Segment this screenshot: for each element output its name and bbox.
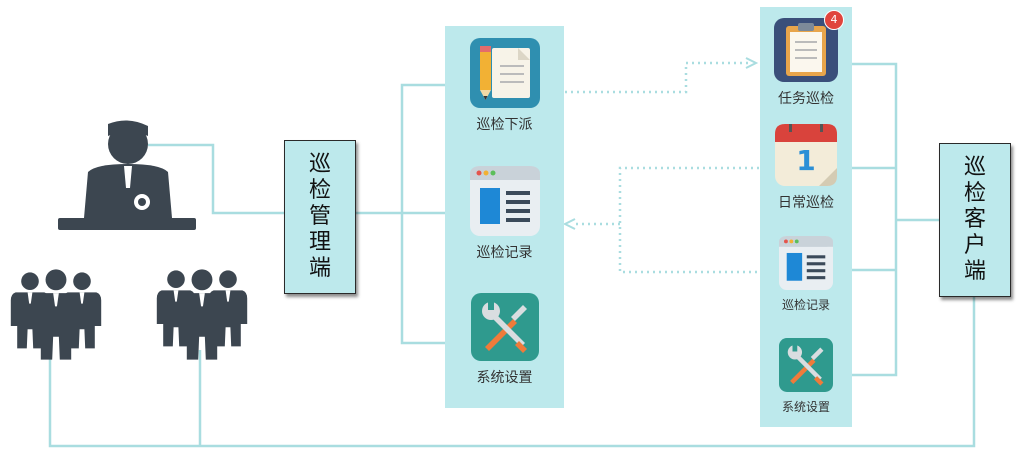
team-left — [10, 269, 102, 360]
admin-char-3: 管 — [308, 204, 331, 229]
calendar-icon: 1 — [775, 122, 837, 186]
admin-item-settings[interactable]: 系统设置 — [445, 293, 564, 387]
client-char-3: 客 — [963, 207, 986, 232]
line-bottom-loop — [48, 295, 976, 448]
wrench-screwdriver-icon — [779, 338, 833, 392]
client-item-daily-label: 日常巡检 — [778, 195, 834, 211]
admin-item-dispatch-label: 巡检下派 — [476, 117, 533, 133]
wrench-screwdriver-icon — [470, 293, 539, 361]
admin-char-2: 检 — [308, 178, 331, 203]
window-list-icon — [779, 236, 833, 290]
dotted-record-return — [618, 166, 765, 274]
clipboard-icon: 4 — [774, 10, 844, 82]
task-count-badge: 4 — [824, 10, 844, 30]
admin-char-1: 巡 — [308, 152, 331, 177]
notepad-pencil-icon — [469, 38, 540, 108]
window-list-icon — [469, 166, 540, 236]
client-item-settings[interactable]: 系统设置 — [760, 338, 852, 415]
client-item-task-label: 任务巡检 — [778, 91, 834, 107]
client-char-5: 端 — [963, 259, 986, 284]
admin-item-records-label: 巡检记录 — [476, 245, 533, 261]
client-item-daily[interactable]: 1 日常巡检 — [760, 122, 852, 212]
client-char-1: 巡 — [963, 155, 986, 180]
admin-item-settings-label: 系统设置 — [476, 370, 533, 386]
calendar-day-number: 1 — [796, 144, 816, 177]
client-label-box: 巡 检 客 户 端 — [939, 143, 1011, 297]
people-illustration — [10, 120, 248, 360]
admin-char-4: 理 — [308, 230, 331, 255]
client-char-4: 户 — [963, 233, 986, 258]
client-item-records-label: 巡检记录 — [781, 298, 830, 312]
bracket-admin-panel — [400, 83, 445, 345]
admin-item-records[interactable]: 巡检记录 — [445, 166, 564, 262]
arrow-head-record — [562, 218, 576, 230]
bracket-client-panel — [852, 62, 898, 377]
arrow-head-dispatch — [745, 57, 759, 69]
line-manager-to-admin — [148, 143, 285, 215]
client-char-2: 检 — [963, 181, 986, 206]
admin-char-5: 端 — [308, 256, 331, 281]
admin-label-box: 巡 检 管 理 端 — [284, 140, 356, 294]
team-right — [156, 269, 248, 360]
client-item-settings-label: 系统设置 — [781, 400, 830, 414]
admin-item-dispatch[interactable]: 巡检下派 — [445, 38, 564, 134]
client-item-task[interactable]: 4 任务巡检 — [760, 10, 852, 108]
client-item-records[interactable]: 巡检记录 — [760, 236, 852, 313]
dotted-dispatch — [565, 61, 748, 94]
manager-figure — [58, 120, 196, 230]
